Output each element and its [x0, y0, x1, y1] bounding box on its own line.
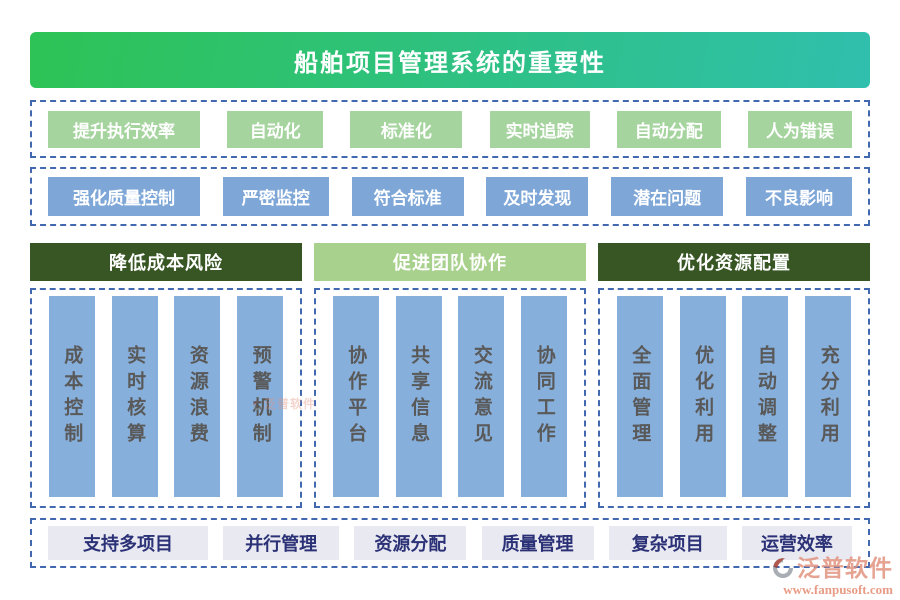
chip-auto-assignment: 自动分配: [616, 110, 721, 148]
chip-resource-assignment: 资源分配: [354, 526, 467, 560]
bar-label: 全面管理: [629, 344, 651, 449]
bar-cost-control: 成本控制: [48, 296, 95, 497]
bar-warning-mechanism: 预警机制: [237, 296, 284, 497]
benefit-row-quality: 强化质量控制 严密监控 符合标准 及时发现 潜在问题 不良影响: [30, 167, 870, 226]
bar-label: 协作平台: [345, 344, 367, 449]
bar-label: 充分利用: [817, 344, 839, 449]
chip-improve-execution-efficiency: 提升执行效率: [48, 110, 200, 148]
chip-strengthen-quality-control: 强化质量控制: [48, 177, 200, 216]
bar-label: 自动调整: [754, 344, 776, 449]
section-header-team-collaboration: 促进团队协作: [314, 243, 586, 281]
bar-label: 资源浪费: [186, 344, 208, 449]
section-body-resource-allocation: 全面管理 优化利用 自动调整 充分利用: [598, 288, 870, 508]
bar-label: 交流意见: [470, 344, 492, 449]
bar-label: 优化利用: [692, 344, 714, 449]
chip-standardization: 标准化: [350, 110, 463, 148]
bar-realtime-accounting: 实时核算: [111, 296, 158, 497]
page-title: 船舶项目管理系统的重要性: [30, 32, 870, 88]
fanpu-logo-url: www.fanpusoft.com: [783, 582, 893, 597]
chip-quality-management: 质量管理: [481, 526, 594, 560]
bar-label: 成本控制: [61, 344, 83, 449]
bar-resource-waste: 资源浪费: [174, 296, 221, 497]
benefit-row-efficiency: 提升执行效率 自动化 标准化 实时追踪 自动分配 人为错误: [30, 100, 870, 158]
chip-human-error: 人为错误: [747, 110, 852, 148]
bar-automatic-adjustment: 自动调整: [742, 296, 789, 497]
bar-label: 共享信息: [408, 344, 430, 449]
chip-close-monitoring: 严密监控: [222, 177, 329, 216]
section-body-team-collaboration: 协作平台 共享信息 交流意见 协同工作: [314, 288, 586, 508]
chip-potential-problems: 潜在问题: [611, 177, 724, 216]
fanpu-logo-icon: [771, 556, 795, 580]
bar-exchange-opinions: 交流意见: [458, 296, 505, 497]
chip-operational-efficiency: 运营效率: [741, 526, 852, 560]
bar-label: 预警机制: [249, 344, 271, 449]
section-body-cost-risk: 成本控制 实时核算 资源浪费 预警机制: [30, 288, 302, 508]
bar-optimized-utilization: 优化利用: [679, 296, 726, 497]
bar-full-utilization: 充分利用: [805, 296, 852, 497]
section-header-cost-risk: 降低成本风险: [30, 243, 302, 281]
chip-parallel-management: 并行管理: [223, 526, 340, 560]
bar-work-together: 协同工作: [521, 296, 568, 497]
bar-collaboration-platform: 协作平台: [332, 296, 379, 497]
chip-multi-project-support: 支持多项目: [48, 526, 208, 560]
chip-meet-standards: 符合标准: [351, 177, 464, 216]
bottom-row-capabilities: 支持多项目 并行管理 资源分配 质量管理 复杂项目 运营效率: [30, 518, 870, 568]
fanpu-logo: 泛普软件 www.fanpusoft.com: [771, 556, 893, 596]
bar-comprehensive-management: 全面管理: [616, 296, 663, 497]
section-header-resource-allocation: 优化资源配置: [598, 243, 870, 281]
bar-share-information: 共享信息: [395, 296, 442, 497]
chip-realtime-tracking: 实时追踪: [489, 110, 590, 148]
chip-complex-projects: 复杂项目: [608, 526, 727, 560]
chip-automation: 自动化: [227, 110, 324, 148]
chip-adverse-effects: 不良影响: [745, 177, 852, 216]
bar-label: 实时核算: [124, 344, 146, 449]
fanpu-logo-text: 泛普软件: [797, 555, 893, 581]
bar-label: 协同工作: [533, 344, 555, 449]
chip-timely-discovery: 及时发现: [486, 177, 589, 216]
